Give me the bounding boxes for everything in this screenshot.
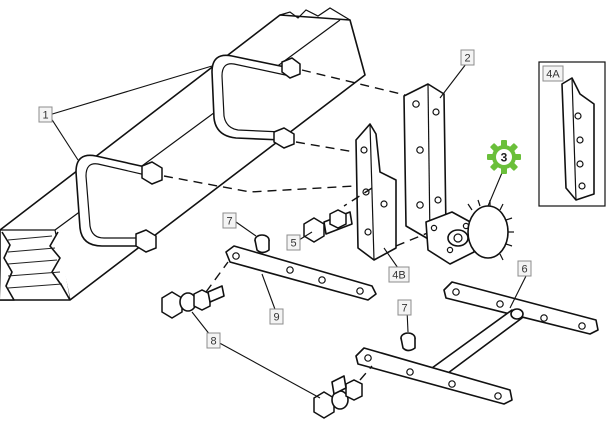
sprocket-assembly	[425, 199, 514, 265]
callout-7-upper-label: 7	[226, 216, 232, 228]
callout-2-label: 2	[464, 53, 470, 65]
frame-beam	[0, 7, 366, 301]
callout-7-upper: 7	[222, 212, 237, 229]
u-bolt-upper	[211, 54, 301, 149]
callout-1: 1	[38, 106, 53, 123]
callout-1-label: 1	[42, 110, 48, 122]
callout-8: 8	[206, 332, 221, 349]
callout-4b: 4B	[388, 266, 410, 283]
callout-9: 9	[269, 308, 284, 325]
callout-9-label: 9	[273, 312, 279, 324]
u-bolt-lower	[75, 154, 163, 253]
nut-lower-2	[135, 229, 157, 253]
callout-8-label: 8	[210, 336, 216, 348]
callout-4b-label: 4B	[392, 270, 405, 282]
gear-icon[interactable]: 3	[487, 140, 521, 174]
nut-upper-2	[273, 127, 295, 149]
inset-4a	[538, 61, 606, 207]
h-frame-6	[355, 281, 599, 405]
callout-4a-label: 4A	[546, 69, 560, 81]
callout-6-label: 6	[521, 264, 527, 276]
callout-5: 5	[286, 234, 301, 251]
nut-lower-1	[141, 161, 163, 185]
callout-5-label: 5	[290, 238, 296, 250]
callout-7-lower-label: 7	[401, 303, 407, 315]
plate-2	[403, 83, 447, 241]
callout-7-lower: 7	[397, 299, 412, 316]
callout-2: 2	[460, 49, 475, 66]
bolt-8-lower	[313, 375, 363, 419]
link-bar-9	[225, 245, 377, 301]
callout-6: 6	[517, 260, 532, 277]
callout-4a: 4A	[542, 65, 564, 82]
callout-3-label: 3	[501, 151, 508, 165]
bolt-8-upper	[161, 285, 225, 319]
pin-7-lower	[400, 332, 416, 352]
bolt-5	[303, 209, 353, 243]
plate-4b	[355, 123, 397, 261]
nut-upper-1	[281, 57, 301, 79]
pin-7-upper	[254, 234, 270, 254]
